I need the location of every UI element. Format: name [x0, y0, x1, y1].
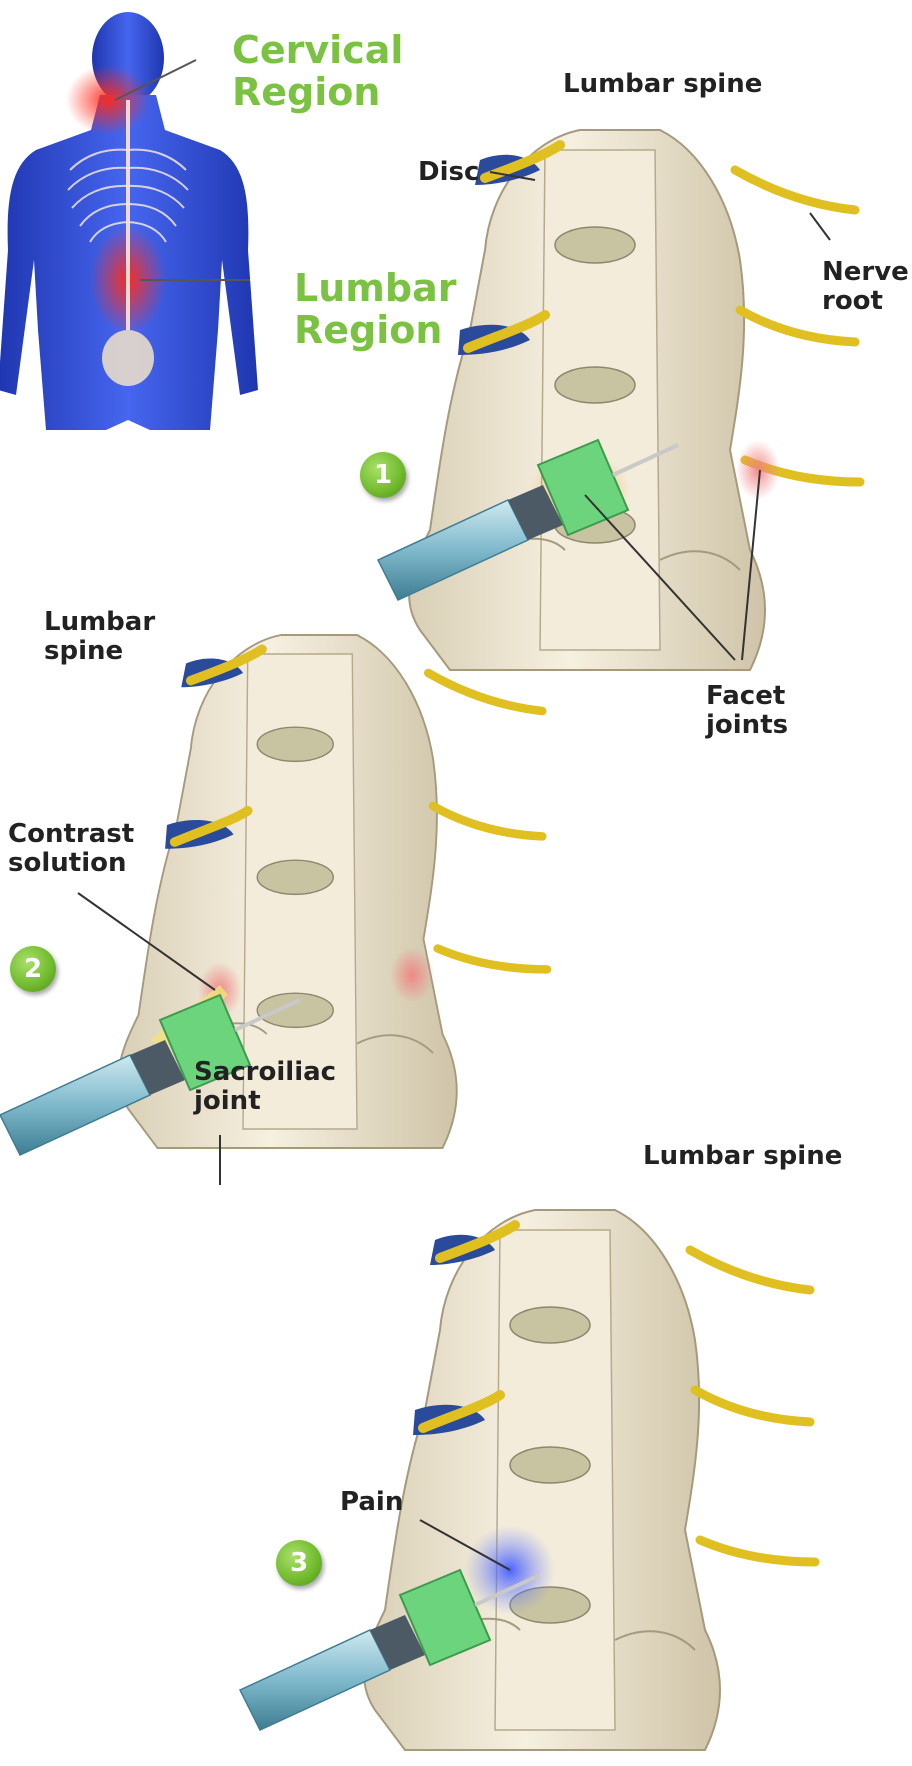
nerve-root-label: Nerve root [822, 258, 909, 316]
panel-2-title: Lumbar spine [44, 608, 155, 666]
lumbar-region-label: Lumbar Region [294, 268, 456, 352]
step-2-badge: 2 [10, 946, 56, 992]
pain-label: Pain [340, 1488, 403, 1517]
sacroiliac-joint-label: Sacroiliac joint [194, 1058, 336, 1116]
panel-1-spine [378, 130, 860, 670]
panel-1-title: Lumbar spine [563, 70, 762, 99]
disc-label: Disc [418, 158, 479, 187]
panel-3-title: Lumbar spine [643, 1142, 842, 1171]
panel-3-spine [240, 1210, 815, 1750]
human-body-figure [0, 12, 258, 430]
step-1-badge: 1 [360, 452, 406, 498]
facet-joints-label: Facet joints [706, 682, 788, 740]
step-3-badge: 3 [276, 1540, 322, 1586]
contrast-solution-label: Contrast solution [8, 820, 134, 878]
cervical-region-label: Cervical Region [232, 30, 403, 114]
